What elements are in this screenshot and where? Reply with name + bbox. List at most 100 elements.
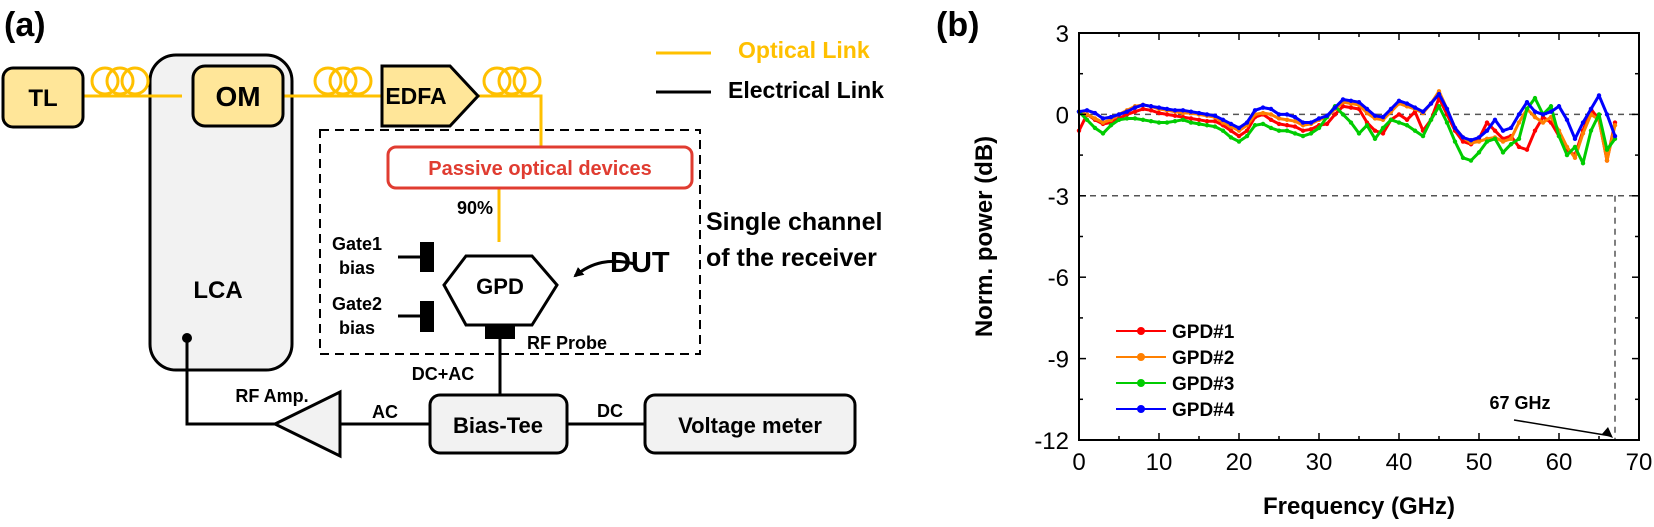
data-point bbox=[1372, 113, 1378, 118]
data-point bbox=[1316, 116, 1322, 121]
data-point bbox=[1556, 104, 1562, 109]
data-point bbox=[1404, 117, 1410, 123]
data-point bbox=[1380, 125, 1386, 131]
data-point bbox=[1188, 120, 1194, 125]
data-point bbox=[1404, 101, 1410, 106]
data-point bbox=[1164, 106, 1170, 112]
ac-label: AC bbox=[372, 402, 398, 422]
data-series bbox=[1076, 89, 1618, 166]
data-point bbox=[1388, 106, 1394, 112]
data-point bbox=[1516, 112, 1522, 117]
data-point bbox=[1156, 105, 1162, 110]
data-point bbox=[1508, 136, 1514, 142]
data-point bbox=[1300, 120, 1306, 125]
data-point bbox=[1500, 128, 1506, 133]
y-tick-label: -12 bbox=[1034, 428, 1069, 455]
data-point bbox=[1244, 133, 1250, 139]
data-point bbox=[1276, 128, 1282, 133]
legend-label: GPD#2 bbox=[1172, 348, 1234, 369]
data-point bbox=[1316, 125, 1322, 131]
legend-marker bbox=[1137, 379, 1145, 387]
x-tick-label: 50 bbox=[1466, 449, 1493, 476]
data-point bbox=[1284, 112, 1290, 117]
data-point bbox=[1524, 147, 1530, 152]
data-point bbox=[1564, 117, 1570, 123]
data-point bbox=[1484, 120, 1490, 125]
data-point bbox=[1292, 114, 1298, 120]
data-point bbox=[1084, 117, 1090, 123]
data-point bbox=[1156, 120, 1162, 125]
x-tick-label: 10 bbox=[1146, 449, 1173, 476]
data-point bbox=[1380, 131, 1386, 136]
bias-tee-block bbox=[428, 393, 569, 455]
data-point bbox=[1468, 137, 1474, 143]
data-point bbox=[1212, 124, 1218, 129]
data-point bbox=[1476, 150, 1482, 155]
tl-label: TL bbox=[28, 85, 57, 112]
data-point bbox=[1100, 116, 1106, 121]
data-point bbox=[1204, 123, 1210, 128]
data-point bbox=[1364, 106, 1370, 112]
data-point bbox=[1532, 128, 1538, 133]
electrical-links bbox=[185, 338, 645, 426]
legend-marker bbox=[1137, 353, 1145, 361]
data-point bbox=[1204, 112, 1210, 117]
data-point bbox=[1572, 155, 1578, 161]
data-point bbox=[1284, 128, 1290, 133]
fiber-coil-icon bbox=[313, 66, 373, 96]
data-point bbox=[1220, 128, 1226, 133]
data-point bbox=[1524, 99, 1530, 105]
rf-amp-label: RF Amp. bbox=[235, 386, 308, 406]
data-point bbox=[1308, 131, 1314, 136]
data-point bbox=[1372, 136, 1378, 142]
data-point bbox=[1364, 110, 1370, 116]
om-label: OM bbox=[215, 81, 260, 112]
data-point bbox=[1100, 120, 1106, 125]
data-point bbox=[1604, 158, 1610, 163]
data-point bbox=[1236, 139, 1242, 144]
data-point bbox=[1220, 117, 1226, 123]
y-tick-label: 3 bbox=[1056, 21, 1069, 48]
panel-b-label: (b) bbox=[936, 6, 979, 44]
data-point bbox=[1468, 158, 1474, 163]
legend-marker bbox=[1137, 405, 1145, 413]
data-point bbox=[1124, 116, 1130, 121]
data-point bbox=[1188, 109, 1194, 114]
legend-label: GPD#4 bbox=[1172, 400, 1235, 421]
data-point bbox=[1356, 131, 1362, 136]
x-tick-label: 20 bbox=[1226, 449, 1253, 476]
data-point bbox=[1276, 116, 1282, 121]
data-point bbox=[1580, 131, 1586, 136]
data-point bbox=[1268, 106, 1274, 112]
dc-label: DC bbox=[597, 401, 623, 421]
dut-arrow-icon bbox=[573, 259, 636, 278]
data-point bbox=[1348, 98, 1354, 104]
data-point bbox=[1276, 112, 1282, 117]
annotation-arrow-icon bbox=[1602, 427, 1613, 438]
data-point bbox=[1596, 112, 1602, 117]
panel-a-label: (a) bbox=[4, 6, 46, 44]
data-point bbox=[1228, 135, 1234, 140]
data-point bbox=[1548, 104, 1554, 109]
data-point bbox=[1340, 104, 1346, 109]
data-point bbox=[1436, 91, 1442, 97]
data-point bbox=[1188, 116, 1194, 121]
plot-frame bbox=[1078, 32, 1640, 441]
schematic-diagram: (a) LCA TL OM EDFA Optical Link Electric… bbox=[1, 6, 884, 459]
data-point bbox=[1532, 109, 1538, 114]
data-point bbox=[1260, 110, 1266, 116]
voltage-meter-label: Voltage meter bbox=[678, 413, 822, 438]
data-point bbox=[1516, 136, 1522, 142]
data-point bbox=[1332, 112, 1338, 117]
data-point bbox=[1340, 97, 1346, 102]
dc-ac-label: DC+AC bbox=[412, 364, 475, 384]
data-point bbox=[1292, 124, 1298, 129]
data-point bbox=[1500, 150, 1506, 155]
x-tick-label: 30 bbox=[1306, 449, 1333, 476]
data-point bbox=[1516, 144, 1522, 150]
fiber-coil-icon bbox=[482, 66, 542, 96]
rf-amp-icon bbox=[271, 389, 342, 459]
data-point bbox=[1508, 142, 1514, 147]
data-point bbox=[1148, 104, 1154, 109]
